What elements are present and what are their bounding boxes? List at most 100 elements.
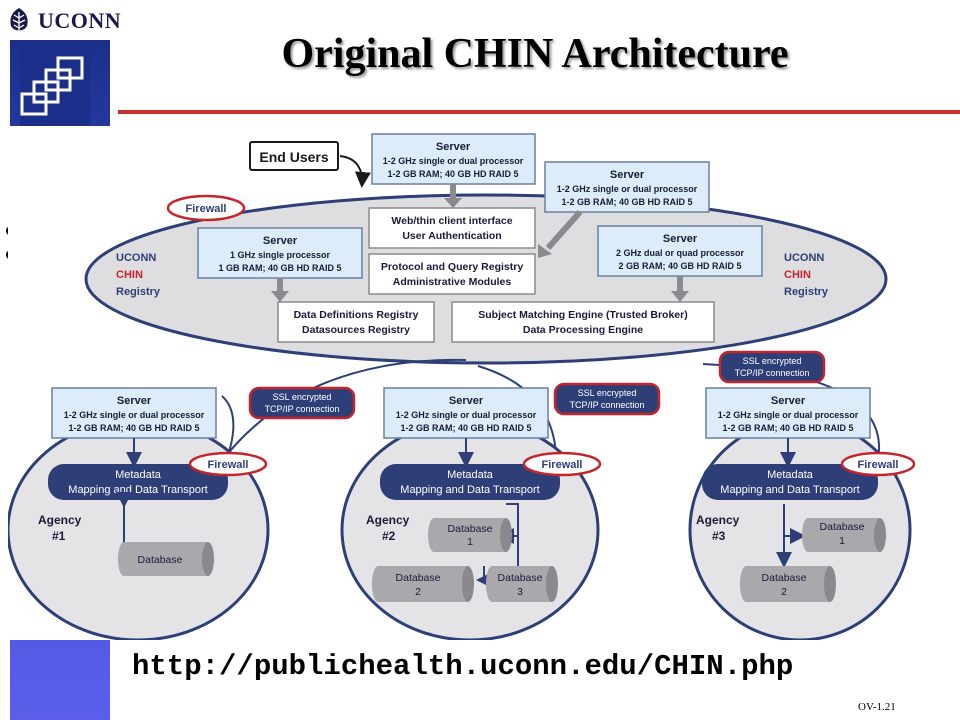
- server-box-top: Server 1-2 GHz single or dual processor …: [371, 133, 536, 185]
- database-label: Database: [762, 572, 807, 584]
- database-cylinder: Database 2: [740, 566, 836, 602]
- ssl-line: SSL encrypted: [273, 392, 332, 402]
- firewall-label: Firewall: [858, 459, 899, 471]
- arrowhead: [444, 198, 462, 208]
- module-line: Subject Matching Engine (Trusted Broker): [478, 309, 687, 321]
- registry-label-chin: CHIN: [116, 269, 143, 281]
- module-line: Data Definitions Registry: [294, 309, 419, 321]
- ssl-line: SSL encrypted: [743, 356, 802, 366]
- registry-label-right: UCONN CHIN Registry: [784, 252, 829, 298]
- module-box-matching: Subject Matching Engine (Trusted Broker)…: [451, 301, 715, 343]
- database-label: Database: [396, 572, 441, 584]
- registry-label-uconn: UCONN: [116, 252, 156, 264]
- architecture-diagram: End Users Firewall UCONN CHIN Registry U…: [8, 126, 918, 640]
- end-users-arrow: [339, 155, 371, 188]
- server-title: Server: [771, 395, 806, 407]
- ssl-badge-middle: SSL encrypted TCP/IP connection: [553, 382, 661, 416]
- uconn-oak-leaf-icon: [10, 8, 28, 33]
- database-cylinder: Database 2: [372, 566, 474, 602]
- ssl-line: TCP/IP connection: [265, 404, 340, 414]
- arrowhead: [671, 291, 689, 302]
- server-spec-line: 1-2 GHz single or dual processor: [557, 184, 698, 194]
- database-cylinder: Database 3: [486, 566, 558, 602]
- firewall-badge-agency2: [522, 451, 602, 477]
- server-box-right-top: Server 1-2 GHz single or dual processor …: [544, 161, 710, 213]
- database-label: Database: [138, 554, 183, 566]
- end-users-label: End Users: [259, 149, 328, 165]
- diagram-canvas: End Users Firewall UCONN CHIN Registry U…: [8, 133, 916, 640]
- server-spec-line: 1 GB RAM; 40 GB HD RAID 5: [218, 263, 341, 273]
- server-box-agency3: Server 1-2 GHz single or dual processor …: [705, 387, 871, 439]
- database-label: 2: [415, 586, 421, 598]
- server-title: Server: [263, 235, 298, 247]
- server-spec-line: 1-2 GB RAM; 40 GB HD RAID 5: [722, 423, 853, 433]
- database-label: Database: [820, 521, 865, 533]
- ssl-line: TCP/IP connection: [570, 400, 645, 410]
- database-label: 1: [467, 536, 473, 548]
- module-line: Administrative Modules: [393, 276, 512, 288]
- registry-label-uconn: UCONN: [784, 252, 824, 264]
- ssl-link-agency1: [220, 358, 467, 463]
- agency-label: Agency: [38, 513, 82, 527]
- metadata-line: Metadata: [447, 469, 494, 481]
- arrowhead: [538, 244, 552, 258]
- server-spec-line: 1-2 GHz single or dual processor: [396, 410, 537, 420]
- server-spec-line: 2 GHz dual or quad processor: [616, 248, 745, 258]
- firewall-label: Firewall: [186, 203, 227, 215]
- metadata-pill-agency3: Metadata Mapping and Data Transport: [702, 464, 878, 500]
- metadata-line: Mapping and Data Transport: [68, 484, 207, 496]
- module-box-protocol: Protocol and Query Registry Administrati…: [368, 253, 536, 295]
- metadata-line: Metadata: [115, 469, 162, 481]
- database-label: Database: [448, 523, 493, 535]
- arrowhead: [271, 291, 289, 302]
- firewall-label: Firewall: [208, 459, 249, 471]
- database-cylinder: Database: [118, 542, 214, 576]
- firewall-label: Firewall: [542, 459, 583, 471]
- module-box-datadef: Data Definitions Registry Datasources Re…: [277, 301, 435, 343]
- registry-label-registry: Registry: [784, 286, 829, 298]
- module-line: Data Processing Engine: [523, 324, 643, 336]
- slide-number: OV-1.21: [858, 701, 896, 713]
- module-box-web: Web/thin client interface User Authentic…: [368, 207, 536, 249]
- server-box-left-mid: Server 1 GHz single processor 1 GB RAM; …: [197, 227, 363, 279]
- database-cylinder: Database 1: [802, 518, 886, 552]
- slide-title: Original CHIN Architecture: [281, 31, 789, 77]
- server-spec-line: 1-2 GB RAM; 40 GB HD RAID 5: [400, 423, 531, 433]
- agency-number: #2: [382, 529, 396, 543]
- registry-label-chin: CHIN: [784, 269, 811, 281]
- database-label: 2: [781, 586, 787, 598]
- footer-url-link[interactable]: http://publichealth.uconn.edu/CHIN.php: [132, 650, 794, 683]
- server-spec-line: 1-2 GHz single or dual processor: [383, 156, 524, 166]
- metadata-pill-agency2: Metadata Mapping and Data Transport: [380, 464, 560, 500]
- server-spec-line: 1-2 GHz single or dual processor: [64, 410, 205, 420]
- firewall-badge-registry: [166, 194, 246, 222]
- server-title: Server: [117, 395, 152, 407]
- server-box-agency1: Server 1-2 GHz single or dual processor …: [51, 387, 217, 439]
- uconn-logo-text: UCONN: [38, 8, 122, 33]
- server-title: Server: [449, 395, 484, 407]
- registry-label-registry: Registry: [116, 286, 161, 298]
- metadata-pill-agency1: Metadata Mapping and Data Transport: [48, 464, 228, 500]
- database-cylinder: Database 1: [428, 518, 512, 552]
- module-line: User Authentication: [402, 230, 501, 242]
- module-line: Protocol and Query Registry: [381, 261, 524, 273]
- server-spec-line: 1 GHz single processor: [230, 250, 331, 260]
- end-users-box: [249, 141, 339, 171]
- agency-number: #3: [712, 529, 726, 543]
- metadata-line: Mapping and Data Transport: [720, 484, 859, 496]
- arrow-right-top-to-protocol: [545, 210, 583, 250]
- module-line: Web/thin client interface: [391, 215, 512, 227]
- metadata-line: Mapping and Data Transport: [400, 484, 539, 496]
- firewall-badge-agency3: [840, 451, 916, 477]
- module-line: Datasources Registry: [302, 324, 410, 336]
- server-spec-line: 1-2 GHz single or dual processor: [718, 410, 859, 420]
- server-title: Server: [436, 141, 471, 153]
- agency-label: Agency: [366, 513, 410, 527]
- agency-label: Agency: [696, 513, 740, 527]
- title-rule: [118, 110, 960, 114]
- server-spec-line: 1-2 GB RAM; 40 GB HD RAID 5: [387, 169, 518, 179]
- firewall-badge-agency1: [188, 451, 268, 477]
- database-label: 3: [517, 586, 523, 598]
- server-box-right-mid: Server 2 GHz dual or quad processor 2 GB…: [597, 225, 763, 277]
- database-label: 1: [839, 535, 845, 547]
